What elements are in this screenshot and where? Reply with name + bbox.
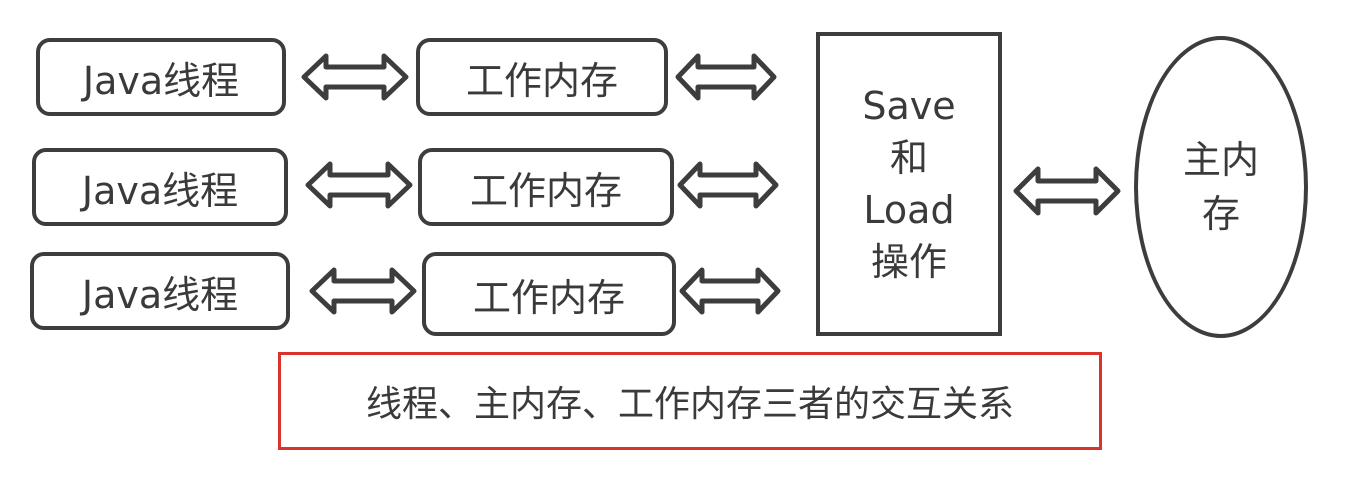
working-memory-box-1: 工作内存 xyxy=(416,38,668,116)
double-arrow-icon xyxy=(301,53,409,101)
java-thread-box-1: Java线程 xyxy=(36,38,286,116)
main-memory-line: 存 xyxy=(1201,192,1240,236)
double-arrow-icon xyxy=(677,161,779,209)
double-arrow-icon xyxy=(1013,166,1121,216)
working-memory-label: 工作内存 xyxy=(469,168,622,213)
java-thread-label: Java线程 xyxy=(82,58,240,103)
java-thread-label: Java线程 xyxy=(81,168,239,213)
operation-line: Load xyxy=(863,188,955,232)
caption-text: 线程、主内存、工作内存三者的交互关系 xyxy=(365,384,1014,425)
java-thread-label: Java线程 xyxy=(81,272,239,317)
operation-line: Save xyxy=(862,84,956,128)
operation-line: 和 xyxy=(889,136,928,180)
working-memory-label: 工作内存 xyxy=(465,58,618,103)
save-load-operation-box: Save 和 Load 操作 xyxy=(816,32,1002,336)
working-memory-label: 工作内存 xyxy=(472,275,625,320)
double-arrow-icon xyxy=(305,161,413,209)
java-thread-box-3: Java线程 xyxy=(30,252,290,330)
working-memory-box-2: 工作内存 xyxy=(418,148,674,226)
diagram-caption: 线程、主内存、工作内存三者的交互关系 xyxy=(278,352,1102,450)
operation-line: 操作 xyxy=(870,240,947,284)
double-arrow-icon xyxy=(679,267,781,315)
main-memory-line: 主内 xyxy=(1182,138,1259,182)
working-memory-box-3: 工作内存 xyxy=(422,252,676,336)
double-arrow-icon xyxy=(675,53,777,101)
java-thread-box-2: Java线程 xyxy=(32,148,288,226)
double-arrow-icon xyxy=(309,267,417,315)
main-memory-ellipse: 主内 存 xyxy=(1134,36,1308,338)
